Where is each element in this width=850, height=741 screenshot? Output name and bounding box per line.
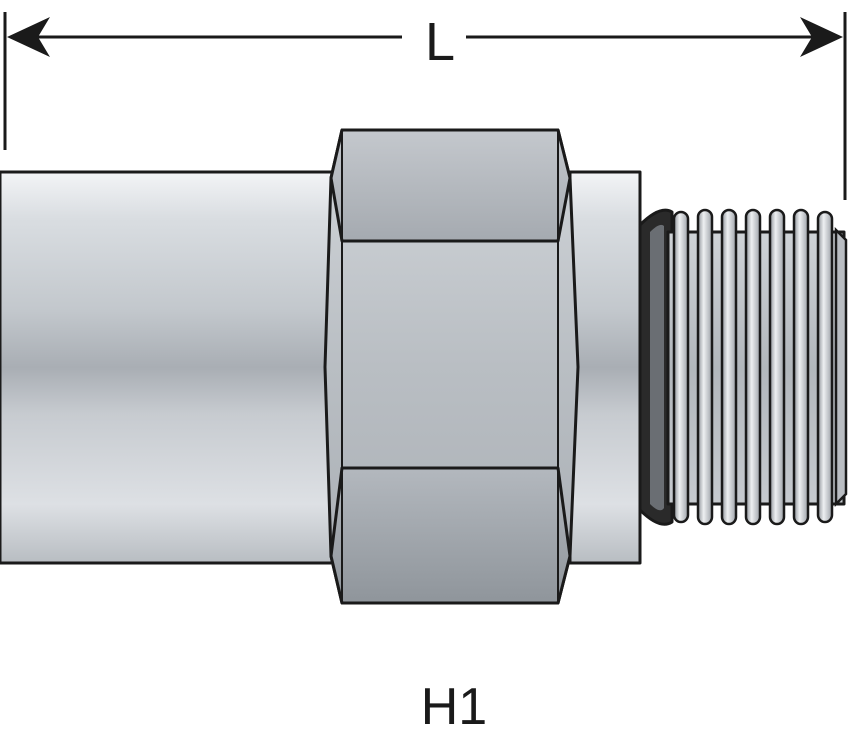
collar-cylinder	[568, 170, 642, 565]
thread-ridges	[672, 208, 848, 526]
dimension-l: L	[3, 12, 847, 200]
thread-ridge	[744, 208, 762, 526]
arrow-left-icon	[7, 17, 50, 57]
thread-end-chamfer	[834, 226, 848, 508]
thread-ridge	[672, 210, 690, 524]
thread-ridge	[768, 208, 786, 526]
thread-ridge	[696, 208, 714, 526]
part-caption: H1	[421, 678, 487, 736]
o-ring-highlight	[650, 224, 664, 511]
arrow-right-icon	[800, 17, 843, 57]
hex-flat-bottom	[329, 466, 572, 605]
dimension-label: L	[425, 12, 455, 72]
thread-ridge	[816, 210, 834, 524]
body-cylinder	[0, 170, 334, 565]
thread-ridge	[720, 208, 738, 526]
fitting-body	[0, 128, 846, 605]
hex-flat-top	[329, 128, 572, 243]
thread-ridge	[792, 208, 810, 526]
